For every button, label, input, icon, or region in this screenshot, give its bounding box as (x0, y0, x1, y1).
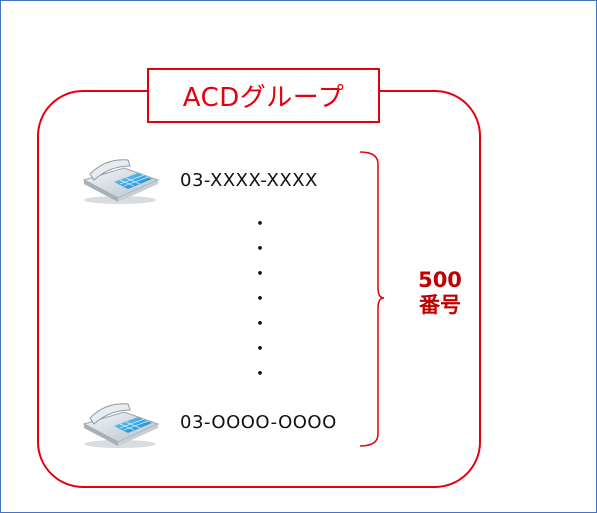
phone-number-last: 03-OOOO-OOOO (180, 412, 337, 433)
count-value: 500 (418, 268, 462, 292)
dot: ・ (251, 264, 269, 285)
group-title-label: ACDグループ (182, 83, 345, 113)
dot: ・ (251, 339, 269, 360)
phone-number-first: 03-XXXX-XXXX (180, 170, 318, 191)
number-count: 500 番号 (400, 268, 480, 318)
dot: ・ (251, 214, 269, 235)
dot: ・ (251, 289, 269, 310)
dot: ・ (251, 314, 269, 335)
desk-phone-icon (80, 150, 160, 206)
desk-phone-icon (80, 394, 160, 450)
curly-brace (358, 150, 398, 450)
group-title: ACDグループ (147, 68, 380, 123)
count-unit: 番号 (419, 293, 461, 317)
dot: ・ (251, 239, 269, 260)
dot: ・ (251, 364, 269, 385)
